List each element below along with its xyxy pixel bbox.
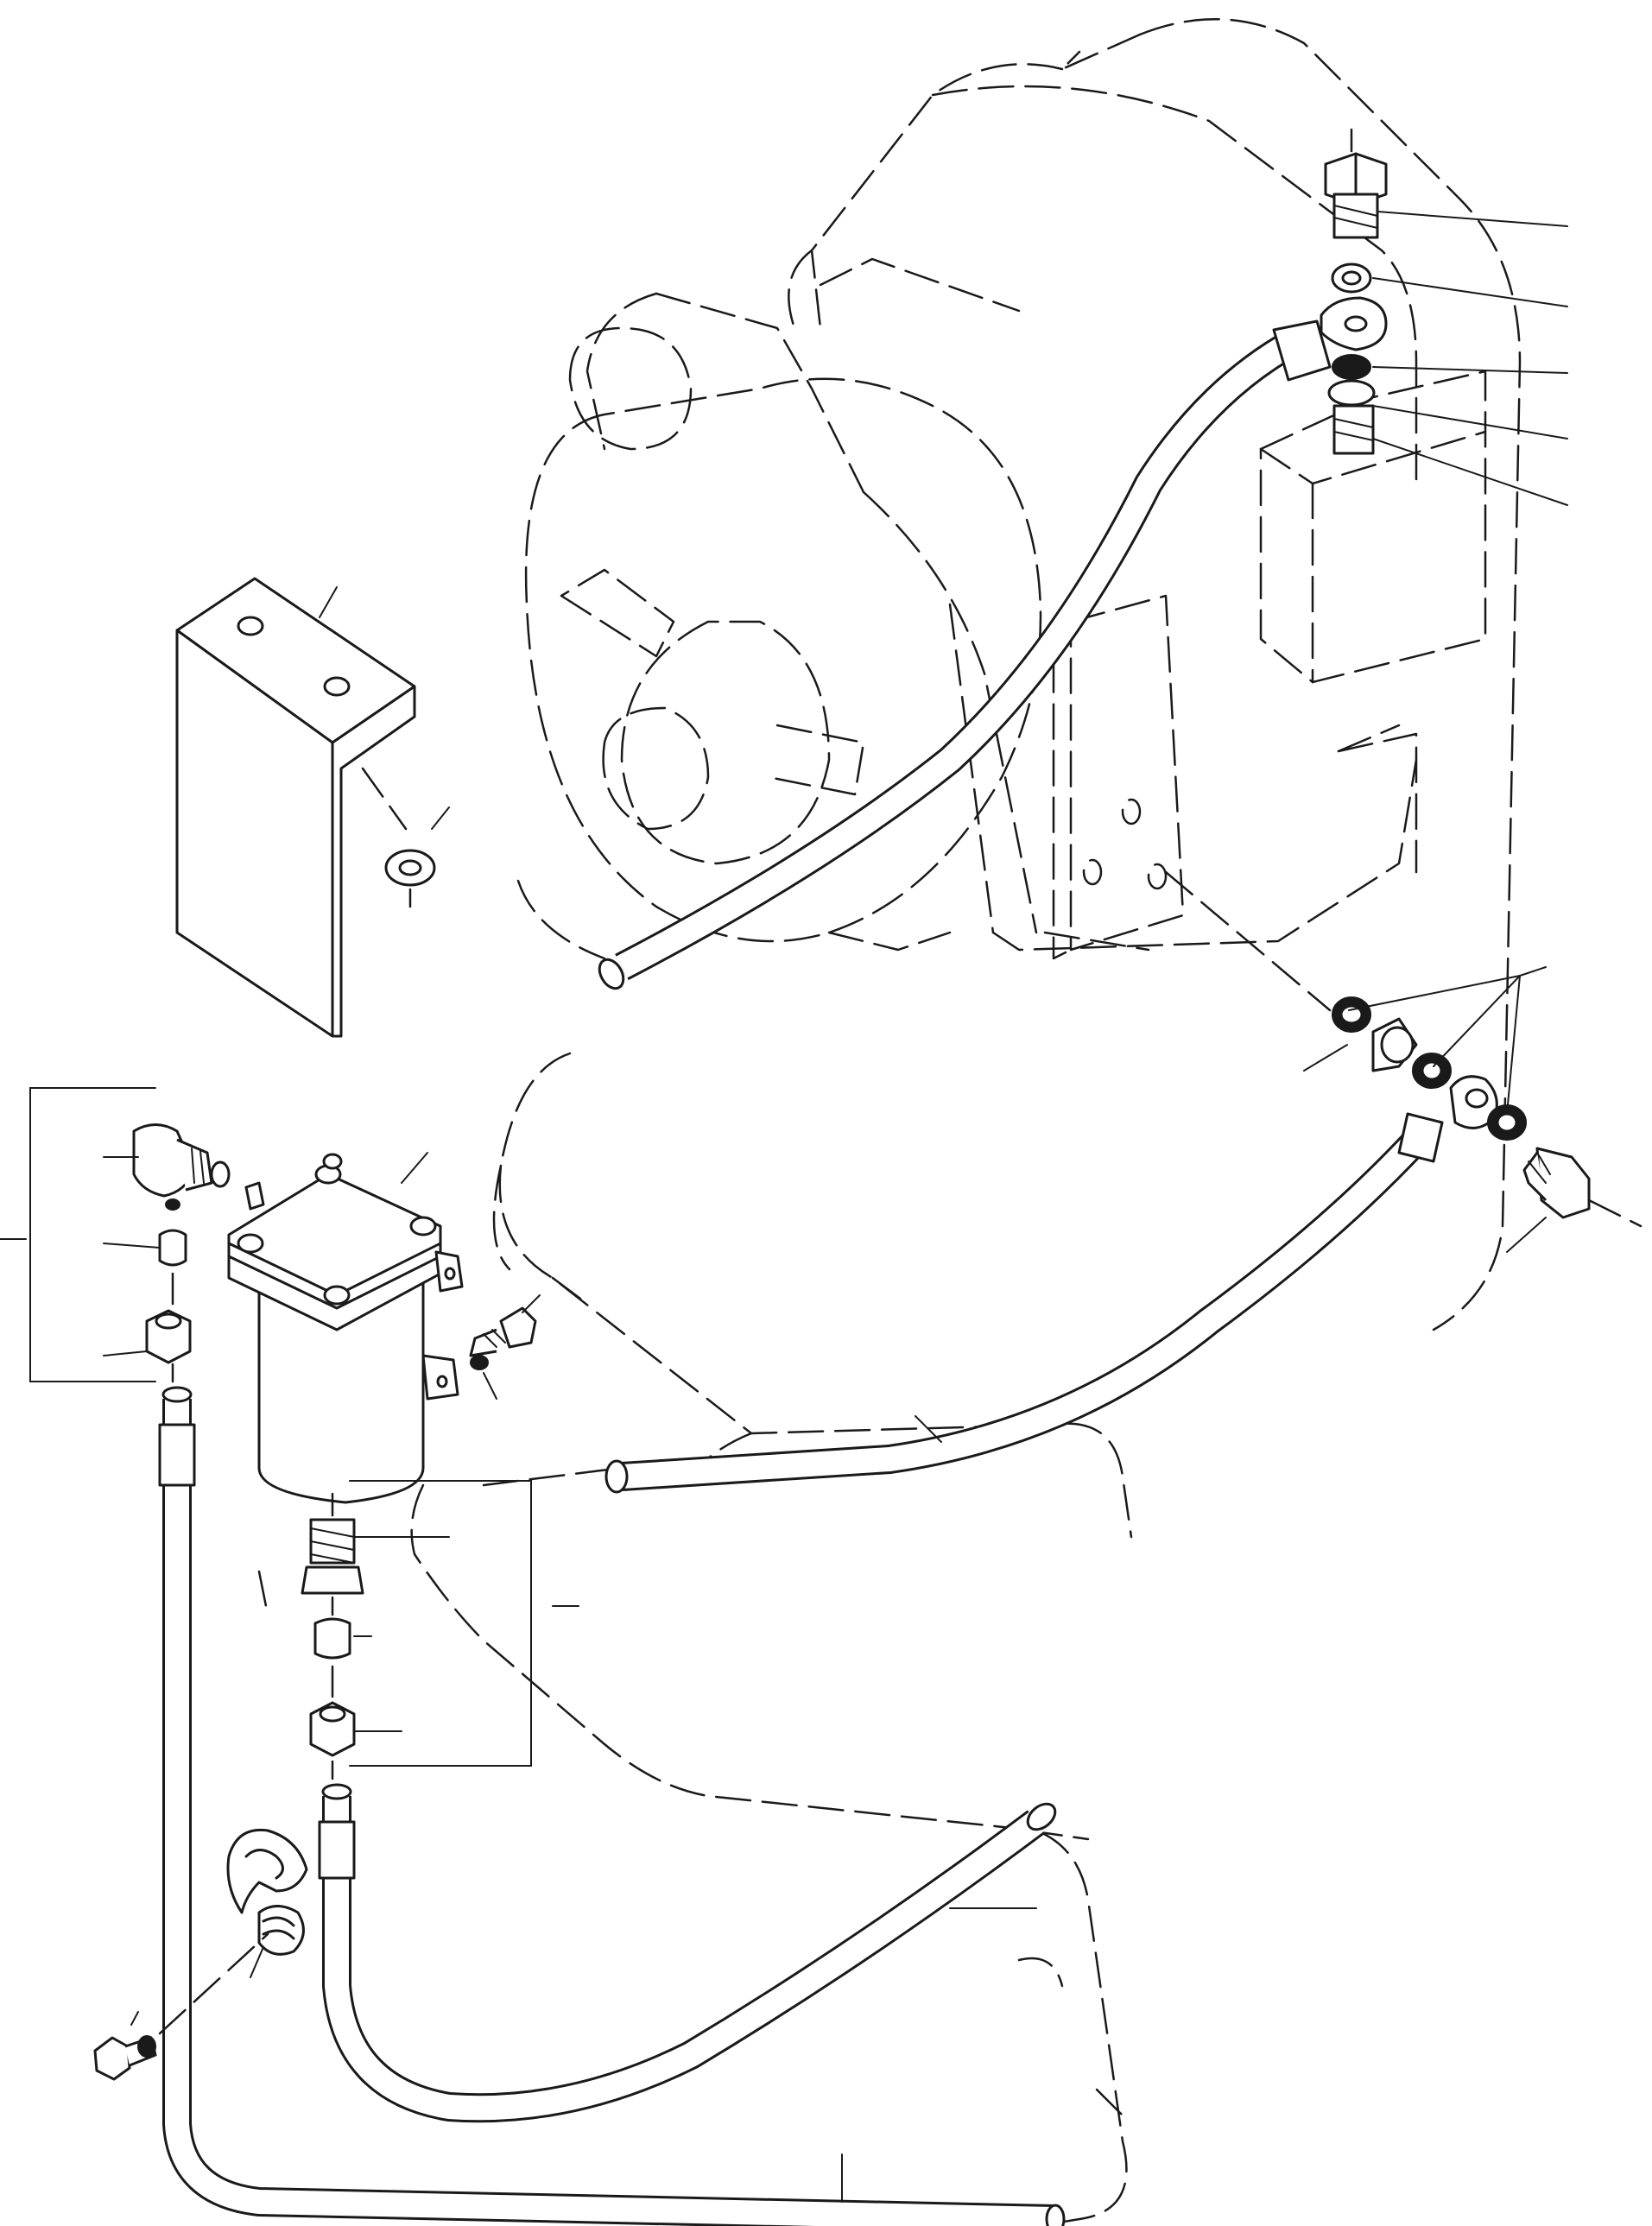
fitting-group-left xyxy=(132,1123,231,1383)
callout-brackets xyxy=(29,1087,532,1767)
fuel-line-center xyxy=(318,1783,1057,2123)
alternator-outline xyxy=(516,377,1042,960)
clamp-bolt xyxy=(93,1932,269,2081)
fuel-hose-upper xyxy=(598,319,1332,990)
fuel-line-left xyxy=(158,1386,1066,2226)
fitting-group-lower xyxy=(301,1492,364,1780)
hose-clamp xyxy=(226,1828,308,1956)
filter-mount-bolt xyxy=(469,1294,541,1400)
fuel-filter xyxy=(227,1153,464,1504)
fuel-hose-lower xyxy=(604,1112,1444,1494)
callout-leaders xyxy=(0,211,1568,2203)
mounting-bracket xyxy=(175,577,450,1038)
engine-housing-outline xyxy=(568,18,1522,1331)
banjo-bolt-upper xyxy=(1320,128,1388,455)
banjo-bolt-lower xyxy=(1164,870,1643,1228)
mounting-plate-outline xyxy=(1052,594,1185,960)
